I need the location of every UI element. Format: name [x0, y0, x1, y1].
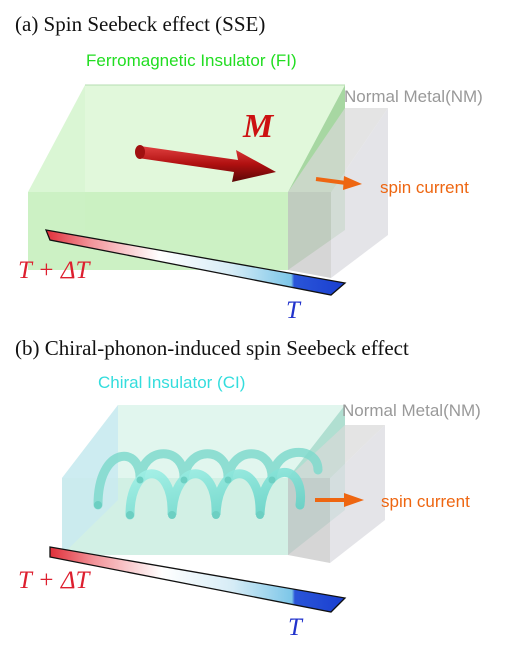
chiral-phonon-helices — [93, 447, 323, 520]
nm-label-a: Normal Metal(NM) — [344, 87, 483, 106]
fi-label: Ferromagnetic Insulator (FI) — [86, 51, 297, 70]
magnetization-arrow — [135, 145, 276, 182]
nm-top-face — [288, 108, 388, 192]
nm-front-face — [288, 192, 331, 278]
nm-label-b: Normal Metal(NM) — [342, 401, 481, 420]
spin-current-arrow-b — [315, 493, 364, 507]
hot-temperature-label-b: T + ΔT — [18, 567, 90, 594]
spin-current-label-a: spin current — [380, 178, 469, 197]
magnetization-label: M — [243, 108, 274, 145]
hot-temperature-label-a: T + ΔT — [18, 257, 90, 284]
spin-current-arrow-a — [315, 176, 362, 190]
ci-left-face — [62, 405, 118, 555]
ci-label: Chiral Insulator (CI) — [98, 373, 246, 392]
temperature-gradient-bar-b — [49, 546, 347, 613]
panel-b-caption: (b) Chiral-phonon-induced spin Seebeck e… — [15, 336, 409, 360]
cold-temperature-label-a: T — [286, 297, 300, 324]
nm-block — [288, 108, 388, 278]
spin-current-label-b: spin current — [381, 492, 470, 511]
panel-a-caption: (a) Spin Seebeck effect (SSE) — [15, 12, 266, 36]
fi-front-face — [28, 192, 288, 270]
cold-temperature-label-b: T — [288, 614, 302, 641]
panel-b-diagram — [49, 405, 385, 613]
panel-a-diagram — [28, 84, 388, 296]
temperature-gradient-bar-a — [44, 229, 347, 296]
nm-right-face — [331, 108, 388, 278]
